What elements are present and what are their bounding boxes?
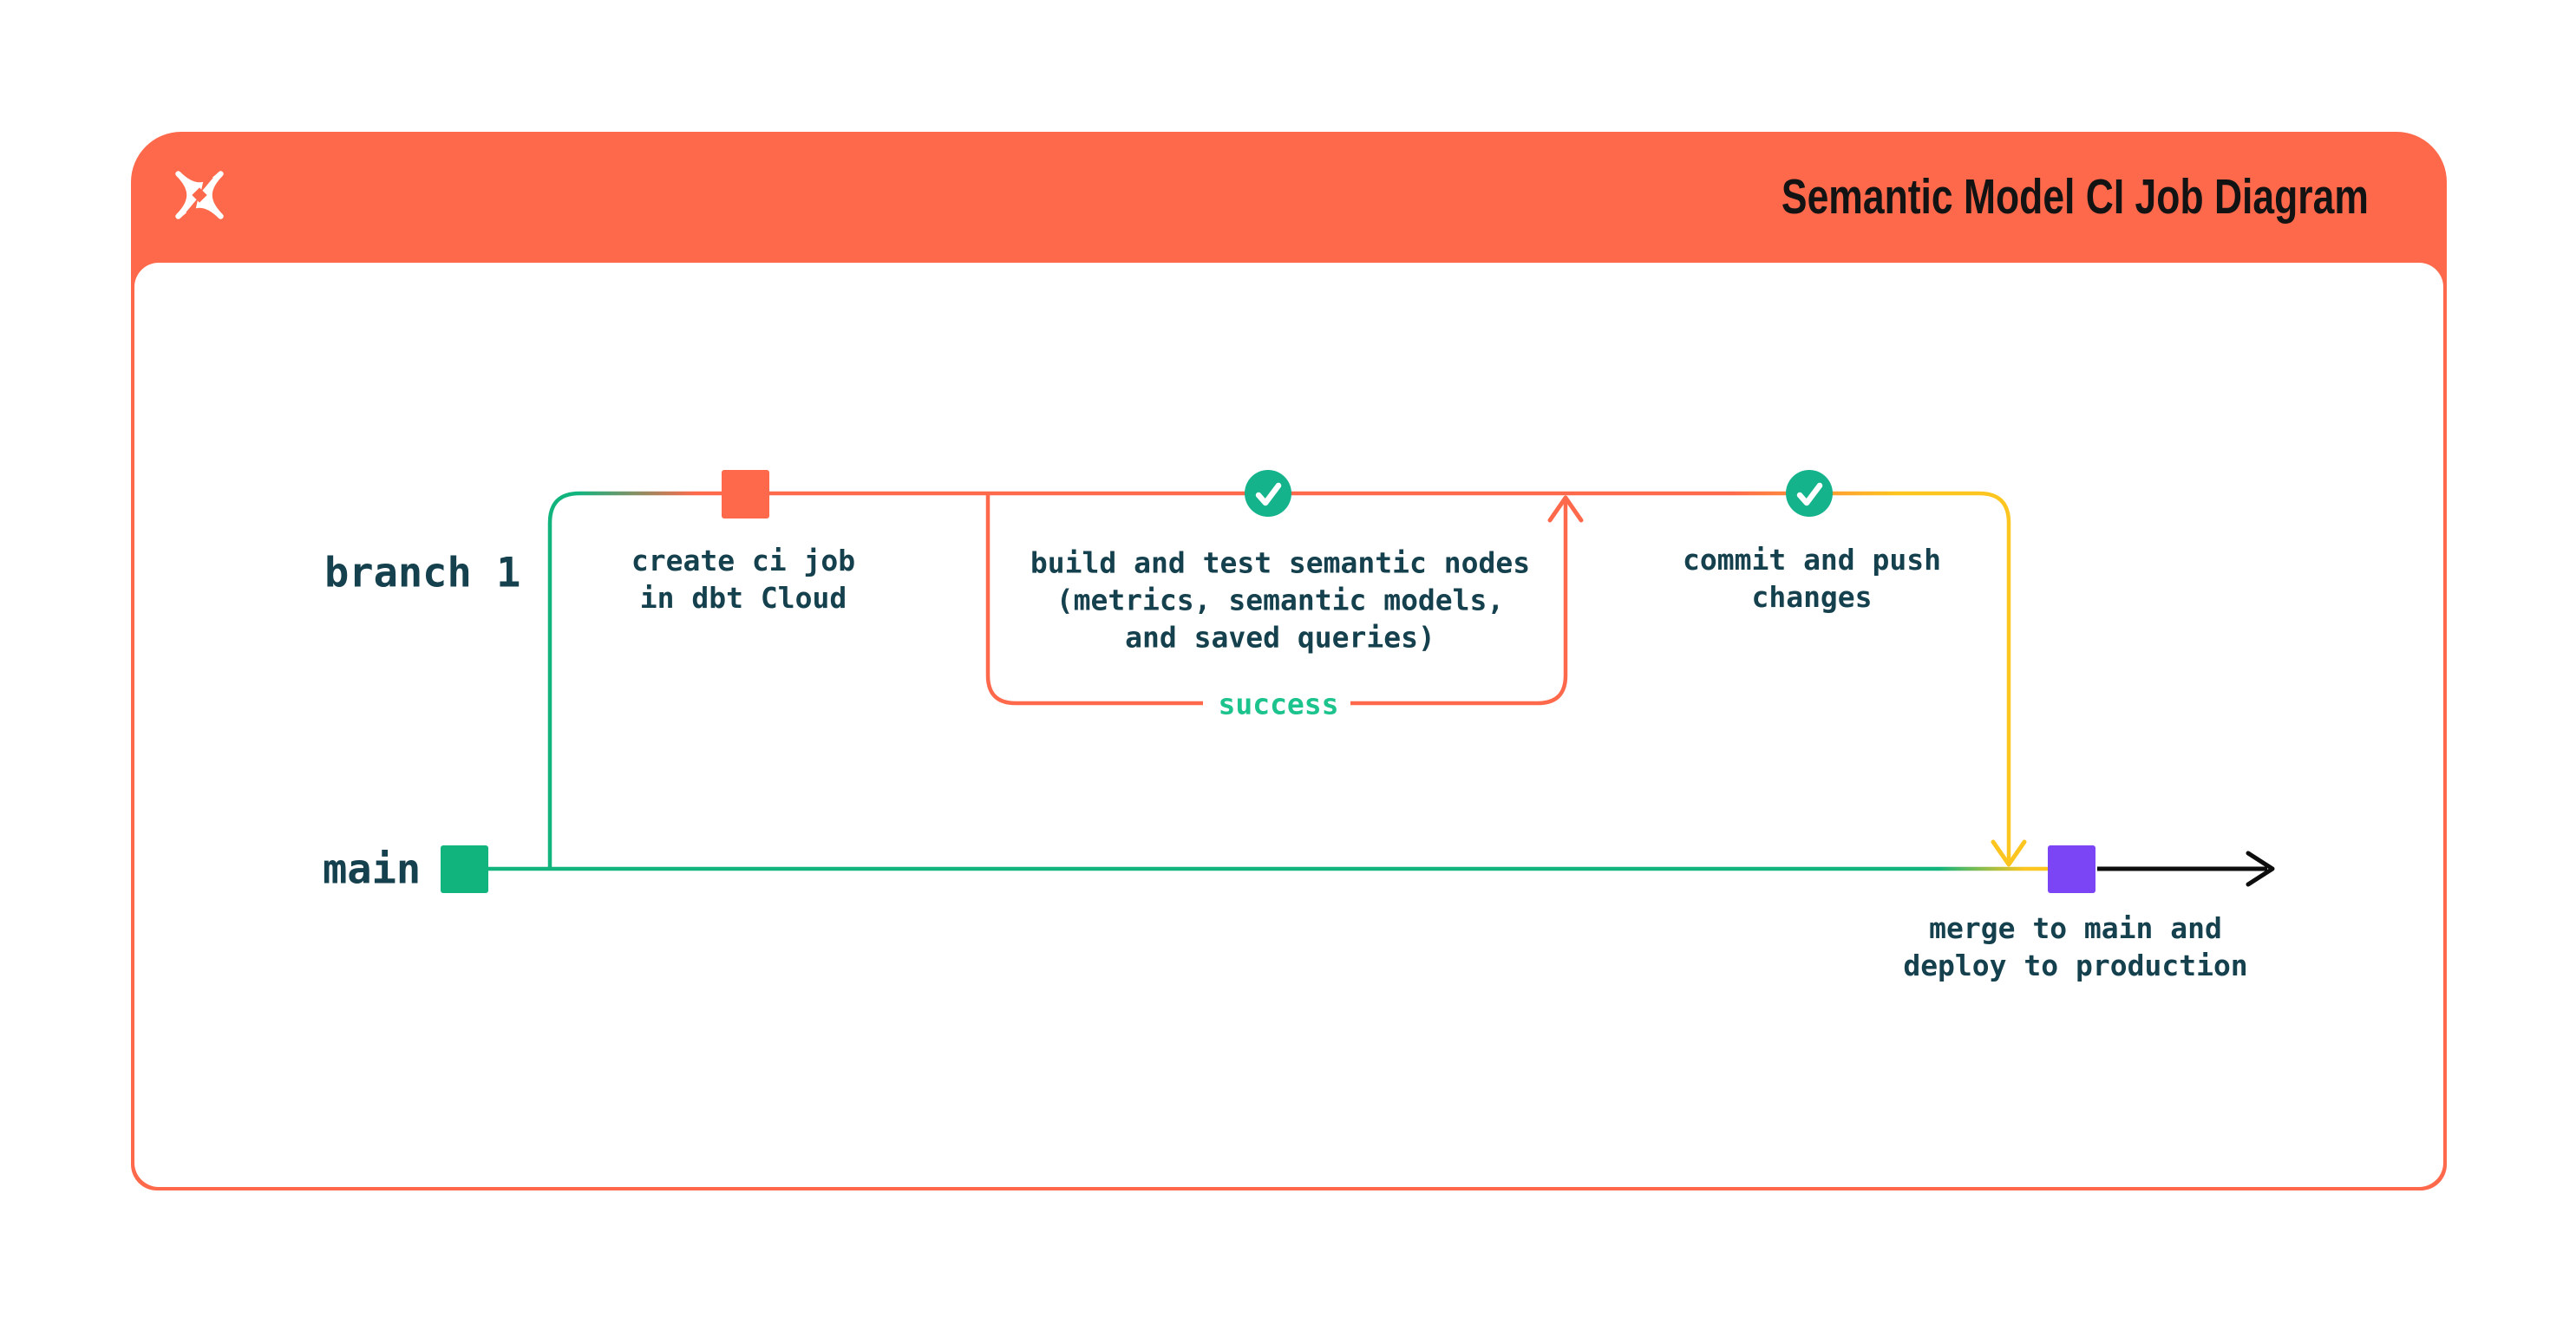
- page-title: Semantic Model CI Job Diagram: [1782, 169, 2369, 225]
- node-label-build-and-test: build and test semantic nodes (metrics, …: [1030, 545, 1531, 655]
- node-label-commit-and-push: commit and push changes: [1682, 543, 1942, 614]
- main-lane-label: main: [323, 845, 422, 894]
- dbt-logo-icon: [175, 171, 224, 219]
- branch-lane-label: branch 1: [324, 549, 521, 597]
- node-label-merge-and-deploy: merge to main and deploy to production: [1903, 911, 2248, 982]
- success-loop-label: success: [1218, 687, 1339, 721]
- diagram-canvas: [134, 263, 2443, 1187]
- node-label-create-ci-job: create ci job in dbt Cloud: [631, 544, 856, 615]
- diagram-card: Semantic Model CI Job Diagram: [131, 132, 2447, 1190]
